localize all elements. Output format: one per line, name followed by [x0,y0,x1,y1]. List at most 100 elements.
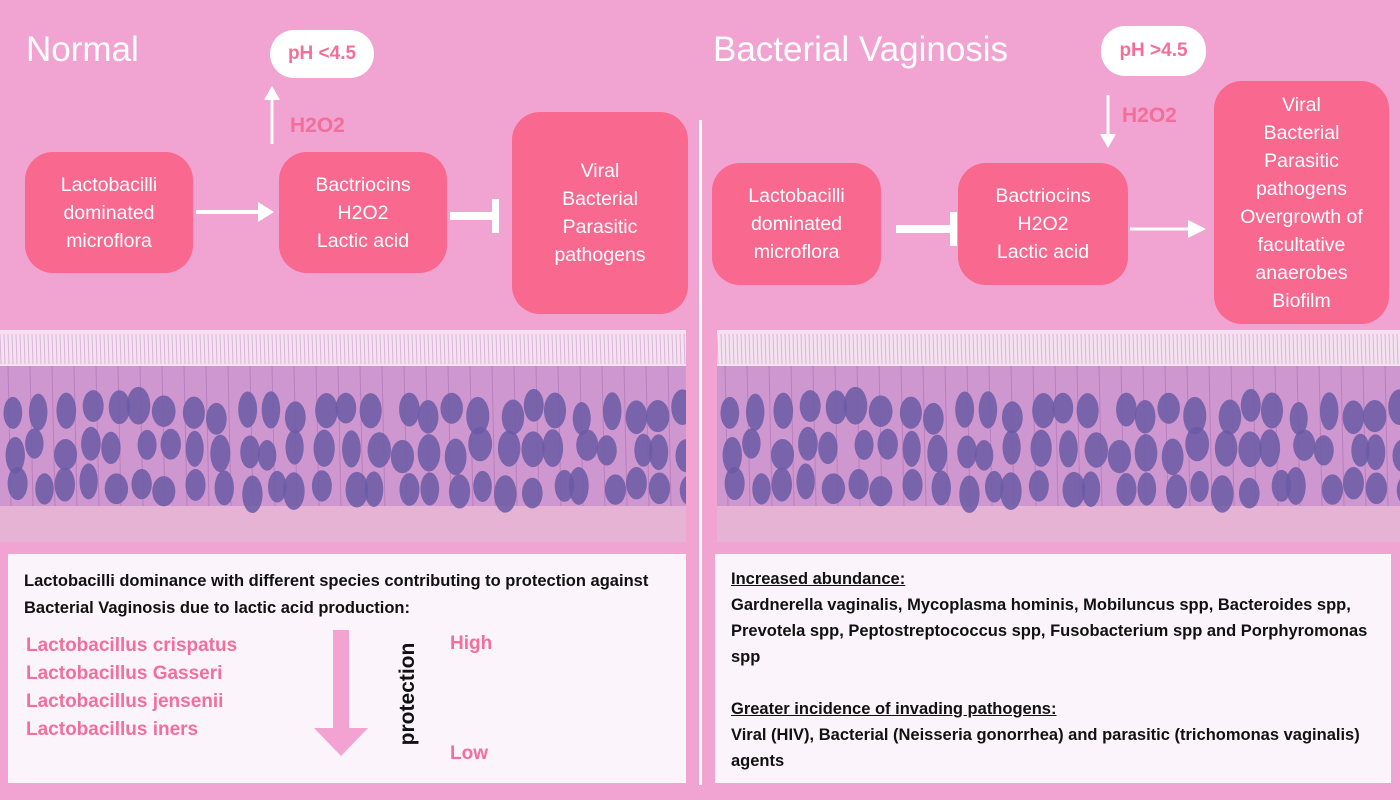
nucleus [521,431,545,468]
cilium [1080,333,1083,365]
cilium [776,333,779,365]
cilium [483,333,486,365]
cilium [1288,333,1291,365]
nucleus [1032,393,1055,429]
cell-border [73,365,78,507]
cilium [267,333,270,365]
nucleus [1240,388,1261,422]
cilium [63,333,66,365]
nucleus [877,428,898,460]
cilium [223,333,226,365]
nucleus [818,431,838,465]
cilium [287,333,290,365]
cilium [331,333,334,365]
cilium [744,333,747,365]
nucleus [821,473,846,505]
cilium [1124,333,1127,365]
nucleus [899,396,922,429]
nucleus [1161,438,1184,476]
nucleus [602,392,622,431]
cilium [59,333,62,365]
cilium [1304,333,1307,365]
nucleus [35,473,54,505]
cilium [924,333,927,365]
cilium [467,333,470,365]
cilium [519,333,522,365]
bv-info-text: Increased abundance: Gardnerella vaginal… [731,566,1381,774]
nucleus [101,431,121,465]
bv-info-panel [715,554,1391,783]
cell-border [922,365,927,507]
cilium [343,333,346,365]
cilium [1280,333,1283,365]
cilium [439,333,442,365]
nucleus [1137,472,1157,506]
nucleus [1183,396,1207,435]
cilium [251,333,254,365]
cilium [900,333,903,365]
nucleus [1157,392,1180,424]
cilium [479,333,482,365]
cilium [1084,333,1087,365]
cilium [515,333,518,365]
nucleus [825,390,848,425]
cilium [928,333,931,365]
cilium [75,333,78,365]
cilium [315,333,318,365]
nucleus [798,426,818,461]
cilium [523,333,526,365]
cilium [1352,333,1355,365]
protection-high-label: High [450,633,493,654]
cilium [1328,333,1331,365]
cilium [1068,333,1071,365]
nucleus [576,429,599,461]
cilium [307,333,310,365]
nucleus [796,463,815,500]
cilium [567,333,570,365]
cilium [19,333,22,365]
cilium [1076,333,1079,365]
cilium [724,333,727,365]
cilium [463,333,466,365]
cilium [231,333,234,365]
species-item: Lactobacillus iners [26,719,199,740]
cilium [535,333,538,365]
cilium [788,333,791,365]
cilium [780,333,783,365]
box-line: H2O2 [337,201,389,224]
cilium [1364,333,1367,365]
cilium [119,333,122,365]
nucleus [902,468,923,501]
cilium [1268,333,1271,365]
nucleus [1081,471,1101,508]
cilium [764,333,767,365]
nucleus [3,396,23,429]
box-line: Lactobacilli [748,185,845,207]
cilium [732,333,735,365]
cilium [531,333,534,365]
cilium [1104,333,1107,365]
cilium [135,333,138,365]
box-line: Bacterial [562,188,638,210]
cilium [828,333,831,365]
cilium [784,333,787,365]
normal-inhibit-bar [492,199,499,233]
cilium [1136,333,1139,365]
cilium [31,333,34,365]
nucleus [417,399,439,434]
cilium [151,333,154,365]
cilium [683,333,686,365]
nucleus [1001,401,1023,434]
nucleus [82,390,104,423]
cilium [888,333,891,365]
nucleus [568,467,589,505]
cilium [339,333,342,365]
nucleus [978,391,998,429]
cilium [1148,333,1151,365]
cilium [47,333,50,365]
nucleus [420,472,440,506]
nucleus [342,430,361,468]
cilium [175,333,178,365]
box-line: Biofilm [1272,289,1331,312]
nucleus [671,389,686,425]
